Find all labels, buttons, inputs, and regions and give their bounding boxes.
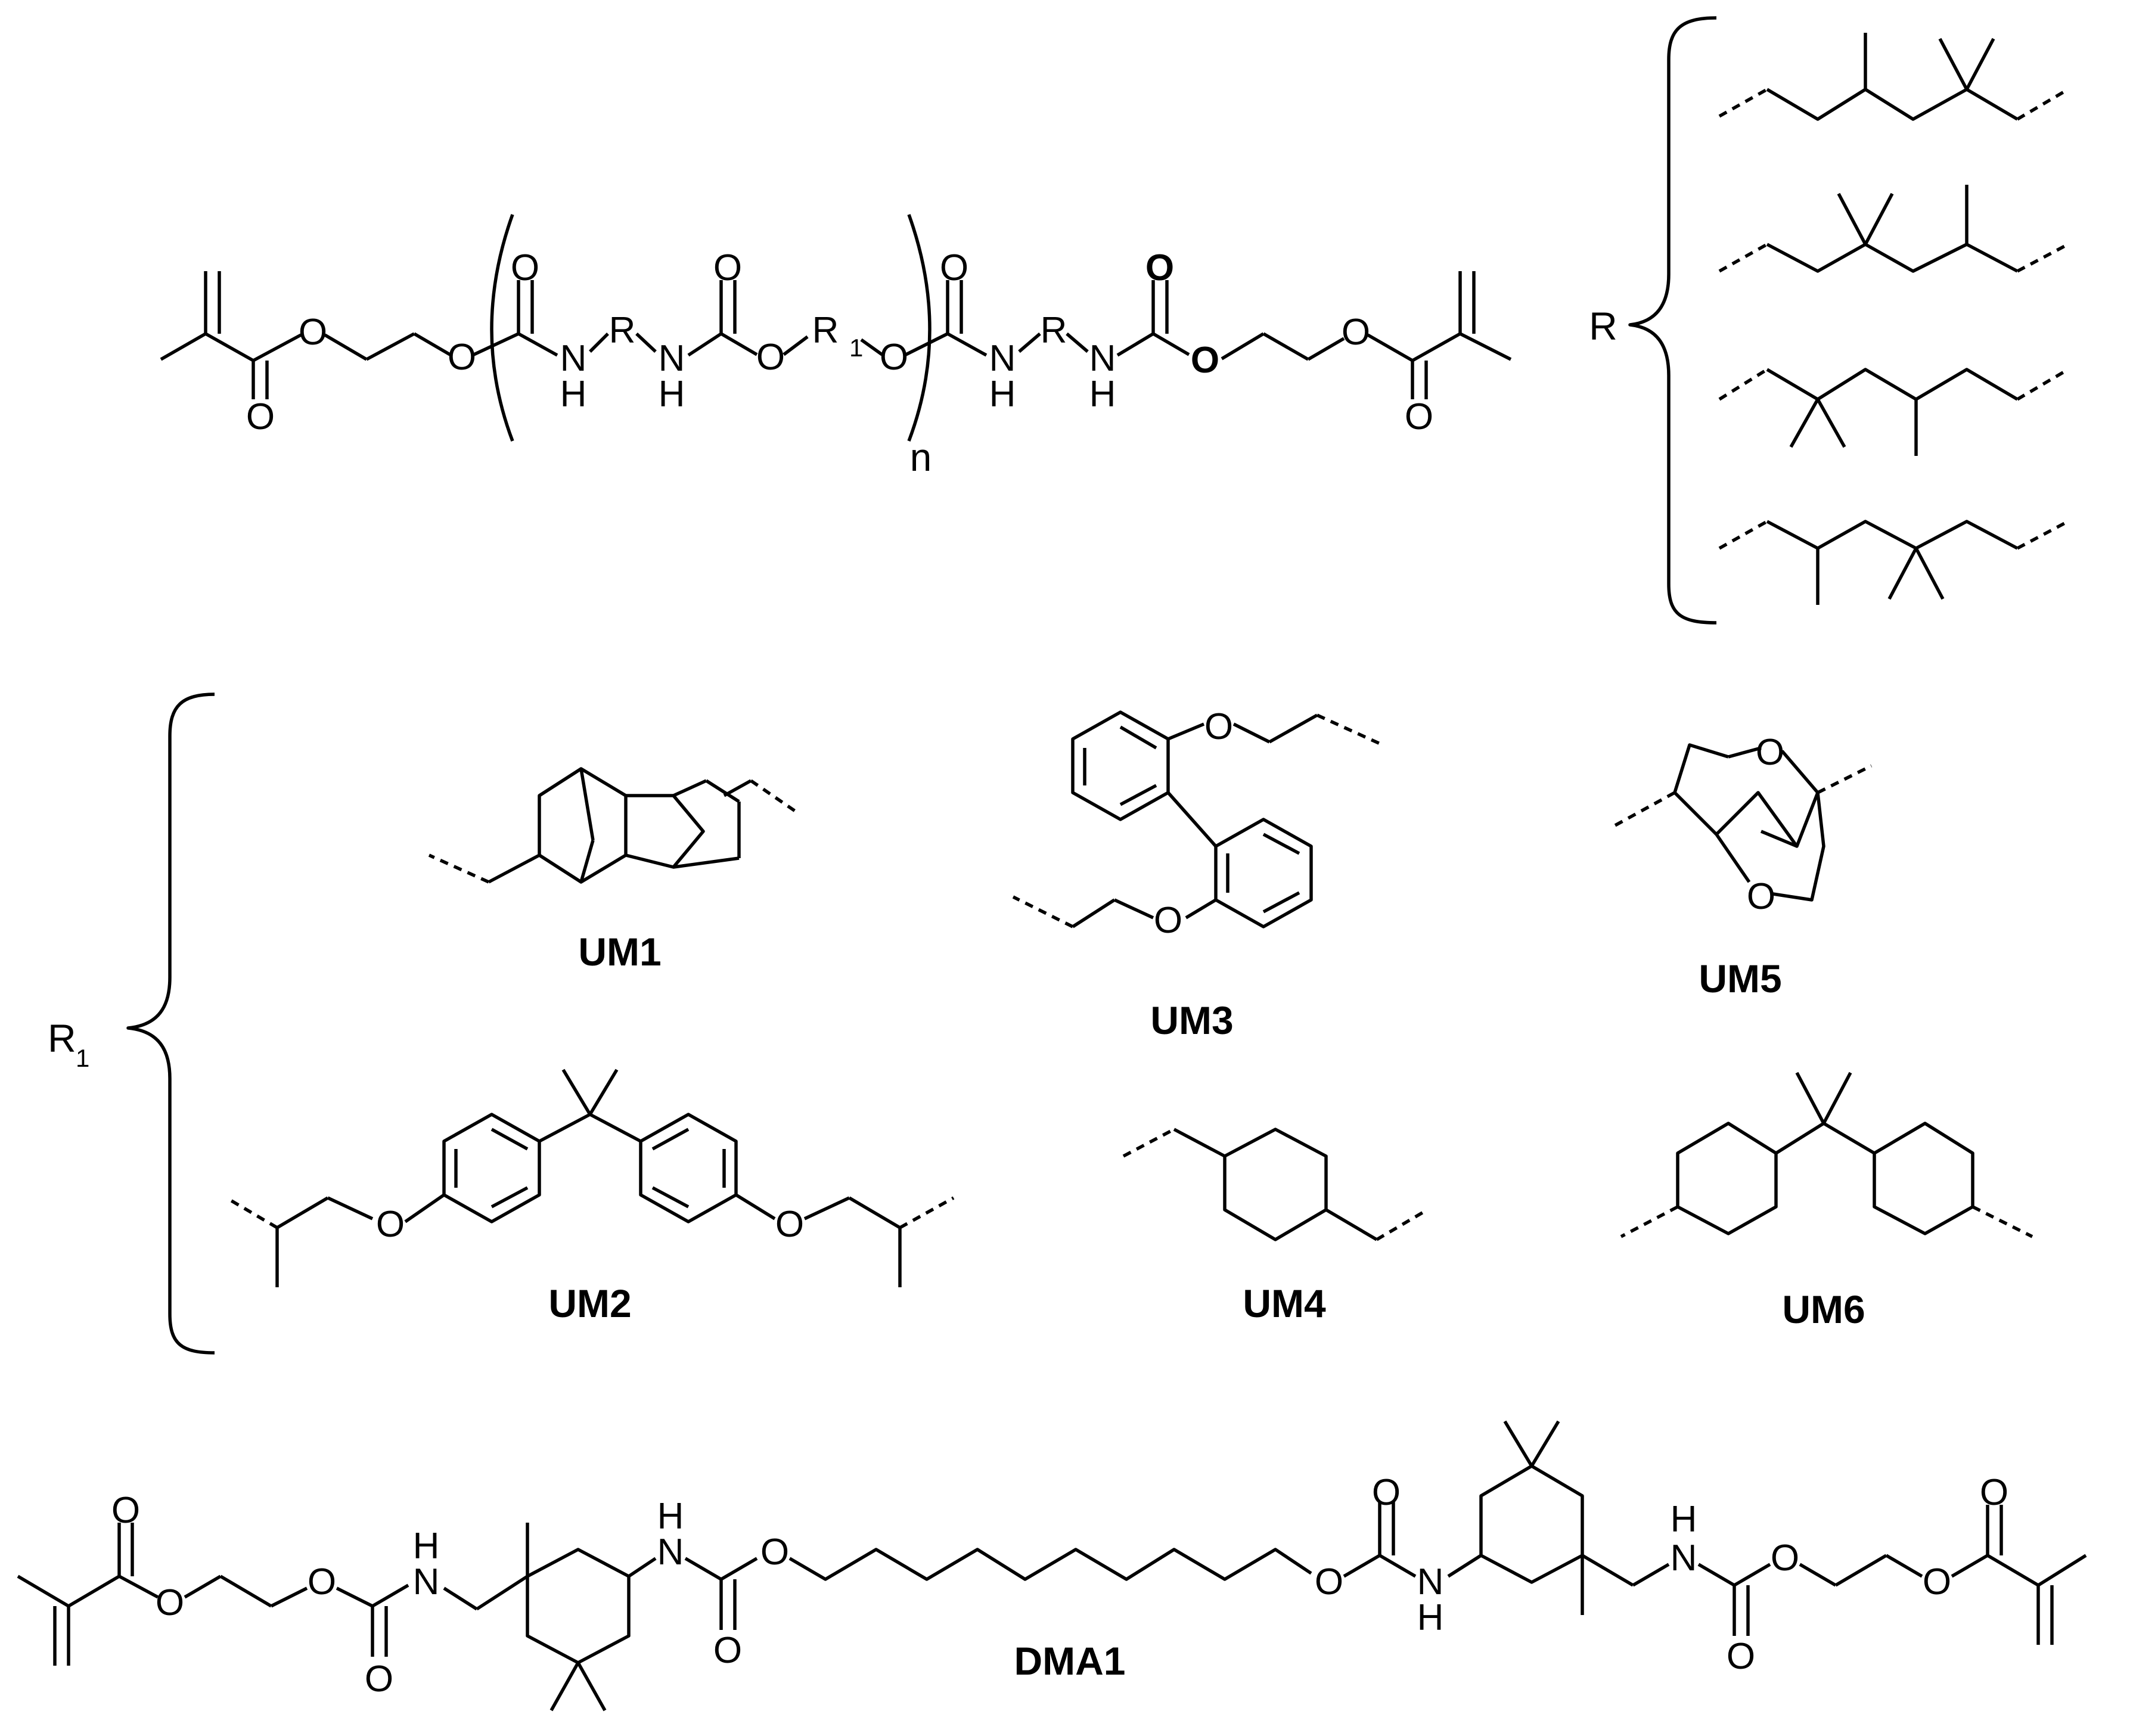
dma1-atom-O-k: O — [1923, 1561, 1951, 1603]
dma1-atom-O-e: O — [713, 1630, 742, 1671]
dma1-atom-O-d: O — [365, 1659, 393, 1700]
atom-O-ether-3: O — [880, 337, 908, 378]
r-label: R — [1589, 304, 1617, 348]
atom-O-ester-left: O — [299, 312, 327, 353]
um3-label: UM3 — [1150, 998, 1233, 1042]
dma1-atom-O-h: O — [1372, 1472, 1401, 1513]
dma1-atom-N-3: N — [1417, 1561, 1444, 1603]
um3-structure: O O UM3 — [1012, 706, 1384, 1042]
um6-structure: UM6 — [1620, 1072, 2033, 1331]
atom-N-1: N — [560, 338, 587, 379]
um2-atom-O-1: O — [376, 1204, 405, 1245]
atom-O-ether-left: O — [448, 337, 476, 378]
r1-label: R — [48, 1016, 76, 1060]
atom-O-ether-2: O — [756, 337, 785, 378]
r1-label-subscript: 1 — [76, 1044, 89, 1072]
substituent-R-2: R — [1041, 310, 1067, 351]
dma1-atom-H-3: H — [1417, 1597, 1444, 1638]
substituent-R1-subscript: 1 — [849, 334, 863, 362]
r-substituent-definition: R — [1589, 16, 2069, 625]
dma1-atom-H-2: H — [657, 1496, 684, 1537]
r-option-4 — [1718, 520, 2069, 605]
atom-O-ether-4: O — [1191, 340, 1219, 381]
um4-label: UM4 — [1243, 1281, 1326, 1325]
atom-O-carbonyl-right: O — [1405, 396, 1433, 437]
r-option-3 — [1718, 368, 2069, 456]
atom-H-1: H — [560, 374, 587, 415]
dma1-atom-H-1: H — [413, 1526, 440, 1567]
um5-atom-O-2: O — [1747, 876, 1775, 917]
substituent-R-1: R — [609, 310, 636, 351]
atom-O-ester-right: O — [1342, 312, 1370, 353]
substituent-R1: R — [812, 310, 839, 351]
um1-label: UM1 — [578, 930, 661, 974]
r-option-1 — [1718, 33, 2069, 121]
um3-atom-O-2: O — [1154, 900, 1182, 941]
r-option-2 — [1718, 185, 2069, 273]
um3-atom-O-1: O — [1204, 706, 1233, 747]
atom-N-3: N — [989, 338, 1016, 379]
r-brace — [1628, 16, 1717, 625]
dma1-atom-H-4: H — [1671, 1499, 1697, 1540]
dma1-atom-O-b: O — [156, 1582, 184, 1623]
atom-O-carbonyl-4: O — [1145, 247, 1174, 288]
atom-O-carbonyl-left: O — [246, 396, 275, 437]
um4-structure: UM4 — [1122, 1128, 1429, 1325]
um2-atom-O-2: O — [775, 1204, 804, 1245]
atom-H-2: H — [659, 374, 685, 415]
atom-H-4: H — [1089, 374, 1116, 415]
atom-N-2: N — [659, 338, 685, 379]
dma1-label: DMA1 — [1014, 1639, 1125, 1683]
dma1-atom-O-i: O — [1727, 1636, 1755, 1677]
dma1-atom-N-4: N — [1671, 1538, 1697, 1579]
um6-label: UM6 — [1782, 1287, 1865, 1331]
um2-structure: O O UM2 — [225, 1069, 955, 1325]
dma1-atom-O-a: O — [111, 1490, 140, 1531]
general-urethane-dimethacrylate-structure: O O O O N H R N H O O R 1 O O N H R N H … — [160, 214, 1512, 479]
atom-O-carbonyl-2: O — [713, 247, 742, 288]
atom-N-4: N — [1089, 338, 1116, 379]
dma1-atom-N-2: N — [657, 1532, 684, 1573]
dma1-atom-O-l: O — [1980, 1472, 2008, 1513]
r1-substituent-definition: R 1 — [48, 692, 215, 1355]
um5-label: UM5 — [1699, 956, 1781, 1001]
dma1-structure: O O O O N H N H O O O O — [17, 1420, 2087, 1712]
um1-structure: UM1 — [428, 767, 800, 974]
um5-structure: O O UM5 — [1614, 732, 1873, 1001]
atom-O-carbonyl-1: O — [511, 247, 539, 288]
dma1-atom-O-j: O — [1771, 1538, 1799, 1579]
atom-O-carbonyl-3: O — [940, 247, 968, 288]
repeat-index-n: n — [910, 435, 932, 479]
dma1-atom-O-c: O — [308, 1561, 336, 1603]
dma1-atom-N-1: N — [413, 1561, 440, 1603]
um2-label: UM2 — [548, 1281, 631, 1325]
dma1-atom-O-g: O — [1315, 1561, 1343, 1603]
atom-H-3: H — [989, 374, 1016, 415]
r1-brace — [126, 692, 215, 1355]
um5-atom-O-1: O — [1756, 732, 1784, 773]
dma1-atom-O-f: O — [760, 1532, 789, 1573]
